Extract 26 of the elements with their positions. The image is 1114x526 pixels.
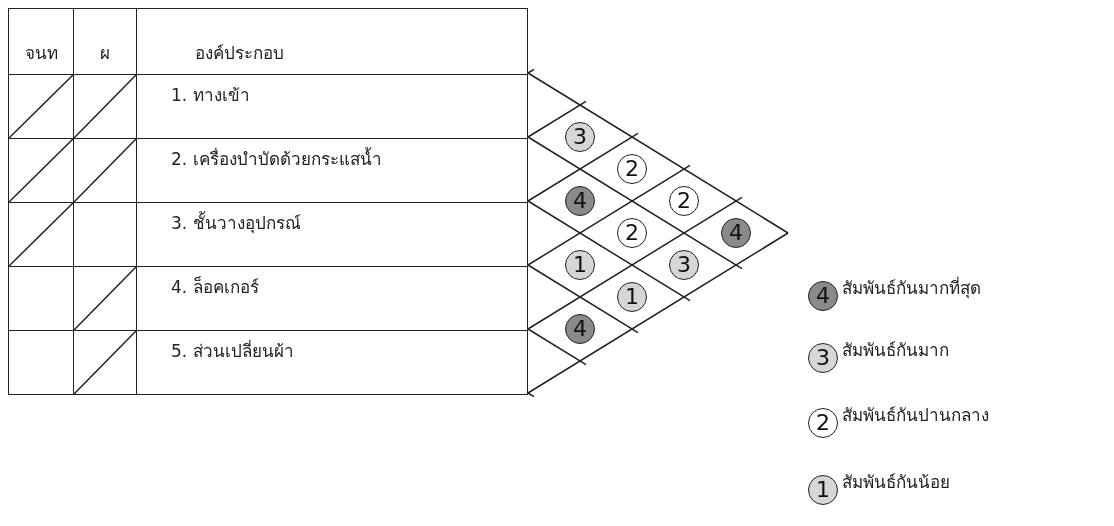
legend-marker: 4: [808, 281, 838, 311]
rating-marker: 3: [669, 250, 699, 280]
component-name: 5. ส่วนเปลี่ยนผ้า: [170, 338, 294, 363]
legend-text: สัมพันธ์กันมากที่สุด: [842, 275, 981, 301]
column-header: ผ: [100, 42, 110, 65]
legend-marker: 1: [808, 475, 838, 505]
legend-text: สัมพันธ์กันมาก: [842, 339, 949, 362]
rating-marker: 1: [617, 282, 647, 312]
rating-marker: 2: [617, 218, 647, 248]
legend-marker: 2: [808, 408, 838, 438]
rating-marker: 4: [721, 218, 751, 248]
column-header: องค์ประกอบ: [194, 42, 284, 65]
column-header: จนท: [24, 42, 58, 65]
legend-text: สัมพันธ์กันน้อย: [842, 471, 950, 494]
legend-marker: 3: [808, 343, 838, 373]
component-name: 3. ชั้นวางอุปกรณ์: [170, 210, 301, 236]
component-name: 2. เครื่องบำบัดด้วยกระแสน้ำ: [170, 146, 382, 171]
rating-marker: 2: [617, 154, 647, 184]
component-name: 4. ล็อคเกอร์: [170, 275, 259, 299]
rating-marker: 1: [565, 250, 595, 280]
rating-marker: 4: [565, 186, 595, 216]
legend-text: สัมพันธ์กันปานกลาง: [842, 404, 989, 427]
rating-marker: 3: [565, 122, 595, 152]
rating-marker: 2: [669, 186, 699, 216]
component-name: 1. ทางเข้า: [170, 84, 250, 107]
rating-marker: 4: [565, 314, 595, 344]
